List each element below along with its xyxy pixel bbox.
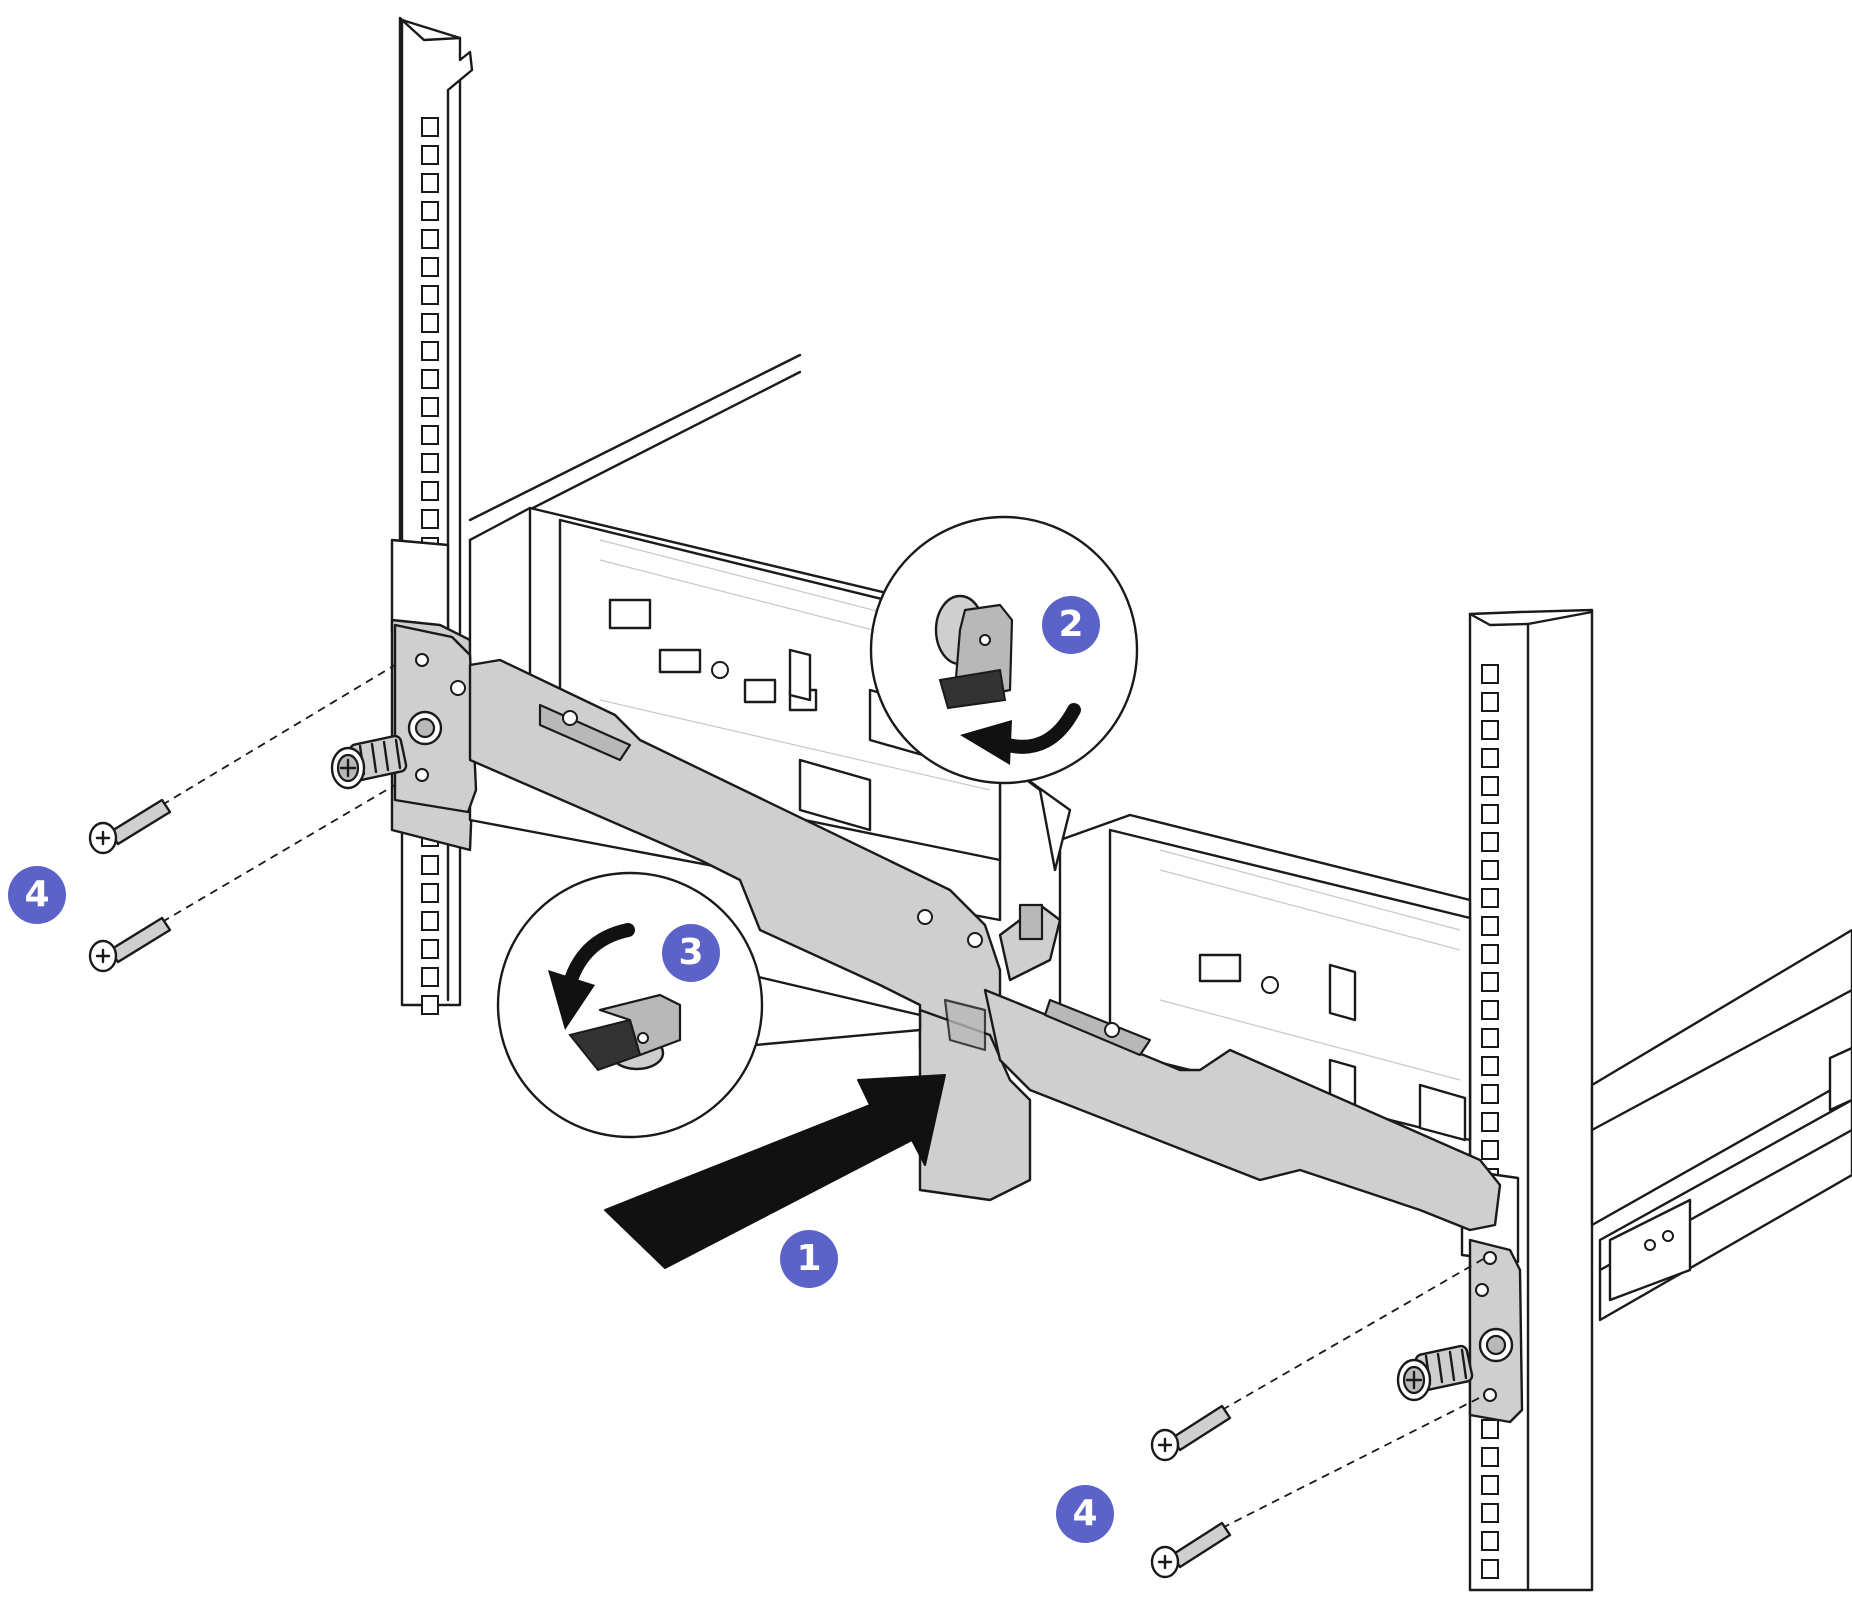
- latch-icon: [934, 594, 1014, 710]
- rack-post-holes: [1481, 664, 1499, 1579]
- callout-step-4-left: 4: [8, 866, 66, 924]
- rack-hole: [421, 173, 439, 193]
- rack-hole: [421, 257, 439, 277]
- rack-hole: [1481, 1056, 1499, 1076]
- rack-hole: [1481, 664, 1499, 684]
- rack-hole: [1481, 1000, 1499, 1020]
- rack-hole: [421, 201, 439, 221]
- rack-hole: [421, 453, 439, 473]
- rack-hole: [1481, 1084, 1499, 1104]
- rack-hole: [1481, 1503, 1499, 1523]
- thumbscrew-icon: [330, 734, 408, 790]
- right-rack-post: [1460, 608, 1594, 1592]
- rack-hole: [1481, 1559, 1499, 1579]
- rack-hole: [1481, 916, 1499, 936]
- rotate-clockwise-arrow-icon: [960, 703, 1081, 765]
- rack-hole: [421, 509, 439, 529]
- rack-hole: [421, 425, 439, 445]
- screw-icon: [88, 916, 172, 973]
- rack-hole: [421, 939, 439, 959]
- slide-rail: [1590, 928, 1852, 1322]
- screw-icon: [1150, 1404, 1232, 1462]
- rack-hole: [1481, 720, 1499, 740]
- rack-hole: [421, 397, 439, 417]
- rack-hole: [421, 369, 439, 389]
- rack-hole: [421, 481, 439, 501]
- rack-hole: [1481, 972, 1499, 992]
- rotate-counterclockwise-arrow-icon: [548, 923, 635, 1030]
- rack-hole: [1481, 776, 1499, 796]
- rack-hole: [421, 995, 439, 1015]
- rack-post-holes: [421, 117, 439, 1015]
- rack-hole: [1481, 1531, 1499, 1551]
- rack-hole: [421, 313, 439, 333]
- rack-hole: [421, 145, 439, 165]
- rack-hole: [421, 117, 439, 137]
- rack-hole: [421, 883, 439, 903]
- latch-icon: [568, 993, 682, 1072]
- callout-step-4-right: 4: [1056, 1485, 1114, 1543]
- rack-hole: [1481, 1447, 1499, 1467]
- rack-hole: [1481, 832, 1499, 852]
- rack-hole: [1481, 1475, 1499, 1495]
- callout-step-2: 2: [1042, 596, 1100, 654]
- rack-hole: [1481, 888, 1499, 908]
- left-rack-post: [390, 16, 474, 1015]
- screws-right: [1150, 1257, 1486, 1579]
- rack-hole: [1481, 860, 1499, 880]
- callout-step-1: 1: [780, 1230, 838, 1288]
- rack-hole: [421, 341, 439, 361]
- rack-hole: [1481, 1419, 1499, 1439]
- rack-hole: [1481, 748, 1499, 768]
- rack-hole: [1481, 1028, 1499, 1048]
- screw-icon: [1150, 1521, 1232, 1579]
- rack-hole: [421, 229, 439, 249]
- cable-management-arm: [393, 623, 1524, 1424]
- screw-icon: [88, 798, 172, 855]
- rack-hole: [1481, 1140, 1499, 1160]
- rack-hole: [421, 967, 439, 987]
- rack-hole: [1481, 944, 1499, 964]
- thumbscrew-icon: [1396, 1344, 1474, 1402]
- right-drive-bay: [1108, 828, 1472, 1142]
- screws-left: [88, 664, 396, 973]
- rack-hole: [421, 285, 439, 305]
- rack-hole: [1481, 804, 1499, 824]
- magnifier-step-2: [869, 515, 1139, 872]
- push-arrow-icon: [604, 1074, 946, 1269]
- rack-hole: [1481, 1112, 1499, 1132]
- rack-hole: [421, 911, 439, 931]
- callout-step-3: 3: [662, 924, 720, 982]
- rack-hole: [1481, 692, 1499, 712]
- rack-hole: [421, 855, 439, 875]
